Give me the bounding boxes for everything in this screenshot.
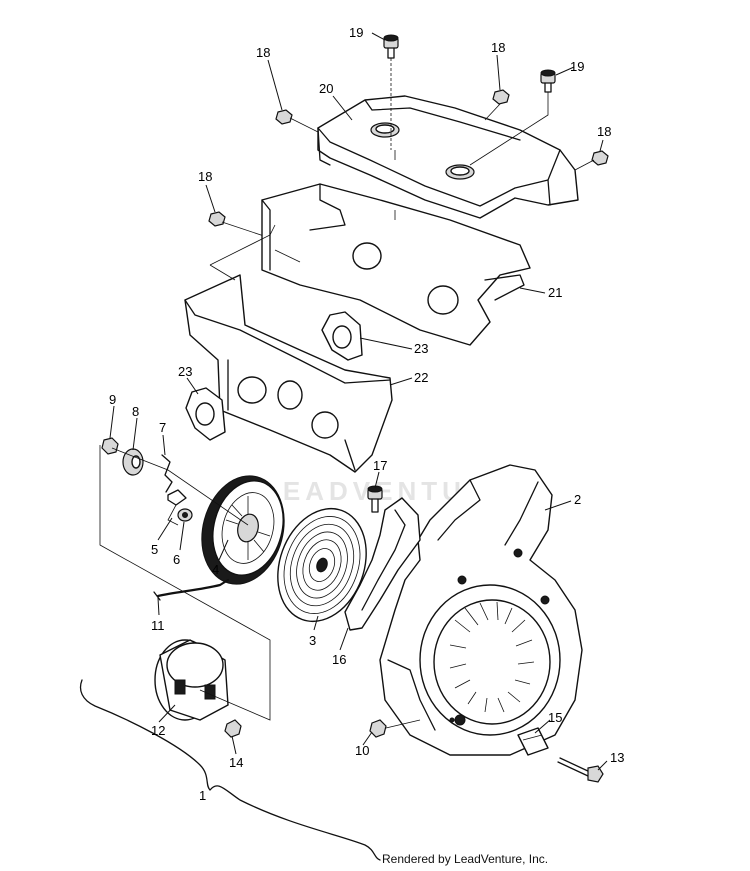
gasket-part-23-lower (185, 387, 226, 441)
callout-5: 5 (151, 542, 158, 557)
nut-part-18-a (275, 109, 319, 133)
callout-8: 8 (132, 404, 139, 419)
callout-9: 9 (109, 392, 116, 407)
assembly-brace-1 (79, 679, 381, 861)
nut-part-10 (369, 719, 421, 738)
starter-rope-part-11 (153, 578, 230, 601)
callout-11: 11 (151, 618, 165, 633)
starter-pulley-part-4 (201, 475, 285, 585)
nut-part-18-d (208, 211, 271, 239)
recoil-spring-part-3 (277, 507, 367, 623)
bracket-part-15 (517, 727, 549, 756)
starter-cup-part-12 (154, 639, 229, 721)
assembly-axis-line (111, 447, 249, 526)
callout-6: 6 (173, 552, 180, 567)
bolt-part-17 (367, 485, 383, 513)
callout-18-a: 18 (256, 45, 270, 60)
bolt-part-19-right (469, 69, 556, 166)
callout-23-b: 23 (178, 364, 192, 379)
baffle-plate-part-21 (261, 183, 531, 346)
front-baffle-part-22 (184, 274, 393, 473)
callout-18-b: 18 (491, 40, 505, 55)
gasket-part-23-upper (321, 311, 363, 361)
callout-21: 21 (548, 285, 562, 300)
leader-lines (109, 32, 608, 771)
top-shroud-part-20 (317, 95, 579, 219)
callout-14: 14 (229, 755, 243, 770)
callout-12: 12 (151, 723, 165, 738)
rendered-by-credit: Rendered by LeadVenture, Inc. (382, 852, 549, 866)
phantom-outline (99, 224, 276, 721)
cover-plate-part-16 (344, 497, 421, 631)
bolt-part-13 (557, 757, 604, 783)
callout-18-d: 18 (198, 169, 212, 184)
callout-19-b: 19 (570, 59, 584, 74)
callout-13: 13 (610, 750, 624, 765)
callout-16: 16 (332, 652, 346, 667)
nut-part-9 (101, 437, 119, 455)
screw-part-14 (224, 719, 242, 738)
callout-labels: 18 20 19 18 19 18 18 21 23 22 23 9 8 7 2… (109, 25, 624, 803)
spring-part-5 (167, 489, 187, 526)
callout-18-c: 18 (597, 124, 611, 139)
callout-2: 2 (574, 492, 581, 507)
callout-7: 7 (159, 420, 166, 435)
callout-15: 15 (548, 710, 562, 725)
callout-10: 10 (355, 743, 369, 758)
callout-20: 20 (319, 81, 333, 96)
callout-17: 17 (373, 458, 387, 473)
clip-part-7 (161, 454, 173, 493)
callout-22: 22 (414, 370, 428, 385)
bolt-part-19-left (383, 34, 399, 150)
callout-4: 4 (212, 562, 219, 577)
pawl-part-6 (177, 508, 193, 522)
friction-plate-part-8 (122, 448, 144, 476)
callout-23-a: 23 (414, 341, 428, 356)
nut-part-18-b (484, 89, 510, 121)
fan-housing-part-2 (379, 464, 583, 756)
callout-3: 3 (309, 633, 316, 648)
callout-19-a: 19 (349, 25, 363, 40)
callout-1: 1 (199, 788, 206, 803)
nut-part-18-c (574, 150, 609, 171)
